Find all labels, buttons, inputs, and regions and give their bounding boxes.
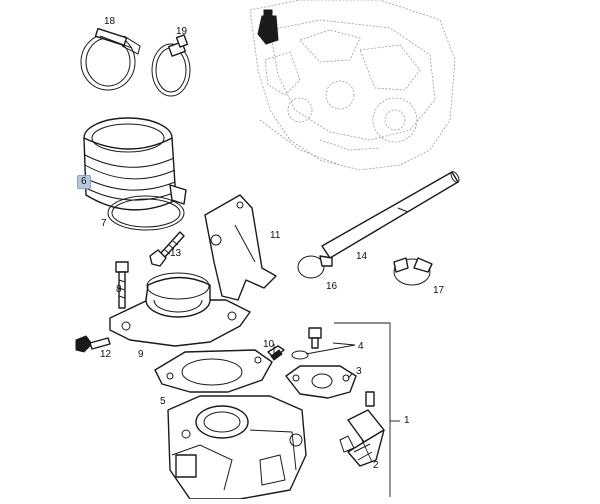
tube-14 (321, 171, 460, 259)
throttle-body (167, 395, 307, 500)
callout-11: 11 (270, 230, 281, 241)
sensor-on-engine (257, 9, 279, 45)
bolt-13 (149, 231, 185, 267)
callout-1: 1 (404, 415, 410, 426)
gasket-5 (154, 349, 273, 393)
hose-clamp-19 (151, 34, 191, 97)
hose-clip-17 (393, 257, 433, 286)
callout-19: 19 (176, 26, 188, 37)
callout-4: 4 (358, 341, 364, 352)
callout-12: 12 (100, 349, 112, 360)
leader-lines (273, 342, 373, 463)
rubber-bellows-6 (83, 117, 187, 211)
callout-16: 16 (326, 281, 338, 292)
callout-13: 13 (170, 248, 182, 259)
callout-5: 5 (160, 396, 166, 407)
callout-2: 2 (373, 460, 379, 471)
idle-valve-2 (339, 391, 385, 467)
bolt-12 (75, 335, 111, 353)
bolt-8 (115, 261, 129, 309)
throttle-flange-9 (109, 272, 251, 347)
screw-10 (267, 345, 285, 361)
engine-outline (249, 0, 456, 171)
assembly-bracket-1 (334, 322, 391, 497)
callout-3: 3 (356, 366, 362, 377)
screw-4 (291, 327, 322, 360)
o-ring-7 (107, 195, 185, 231)
callout-7: 7 (101, 218, 107, 229)
callout-8: 8 (116, 284, 122, 295)
callout-10: 10 (263, 339, 275, 350)
callout-6[interactable]: 6 (77, 175, 91, 189)
callout-17: 17 (433, 285, 445, 296)
throttle-sensor-3 (285, 365, 357, 399)
hose-clip-16 (297, 255, 333, 279)
callout-14: 14 (356, 251, 368, 262)
callout-9: 9 (138, 349, 144, 360)
hose-clamp-18 (80, 27, 141, 91)
callout-18: 18 (104, 16, 116, 27)
